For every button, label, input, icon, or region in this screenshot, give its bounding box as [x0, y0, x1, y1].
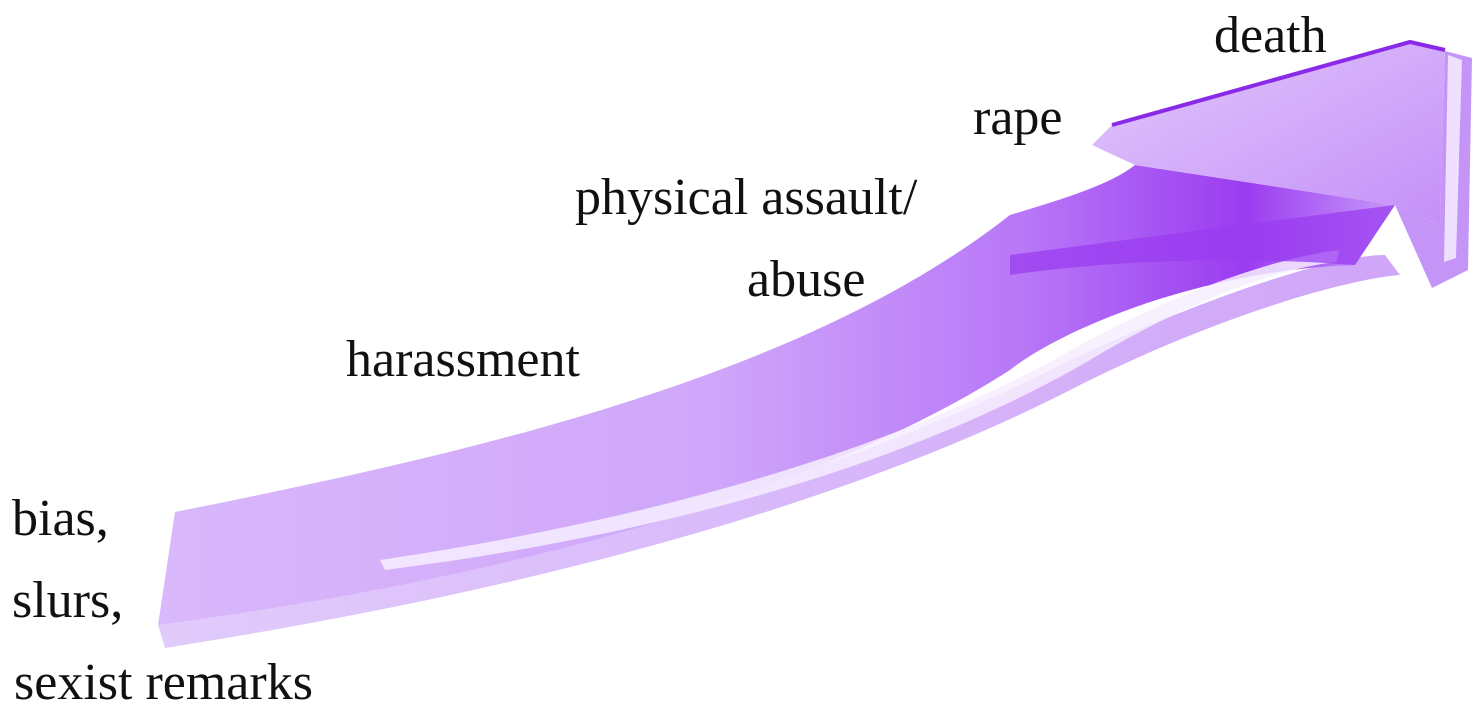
label-death: death — [1214, 10, 1327, 62]
label-bias: bias, — [12, 493, 109, 545]
label-slurs: slurs, — [12, 575, 123, 627]
label-sexist-remarks: sexist remarks — [14, 657, 313, 709]
label-harassment: harassment — [346, 334, 580, 386]
label-rape: rape — [973, 92, 1062, 144]
label-abuse: abuse — [747, 254, 865, 306]
label-physical-assault: physical assault/ — [575, 172, 917, 224]
